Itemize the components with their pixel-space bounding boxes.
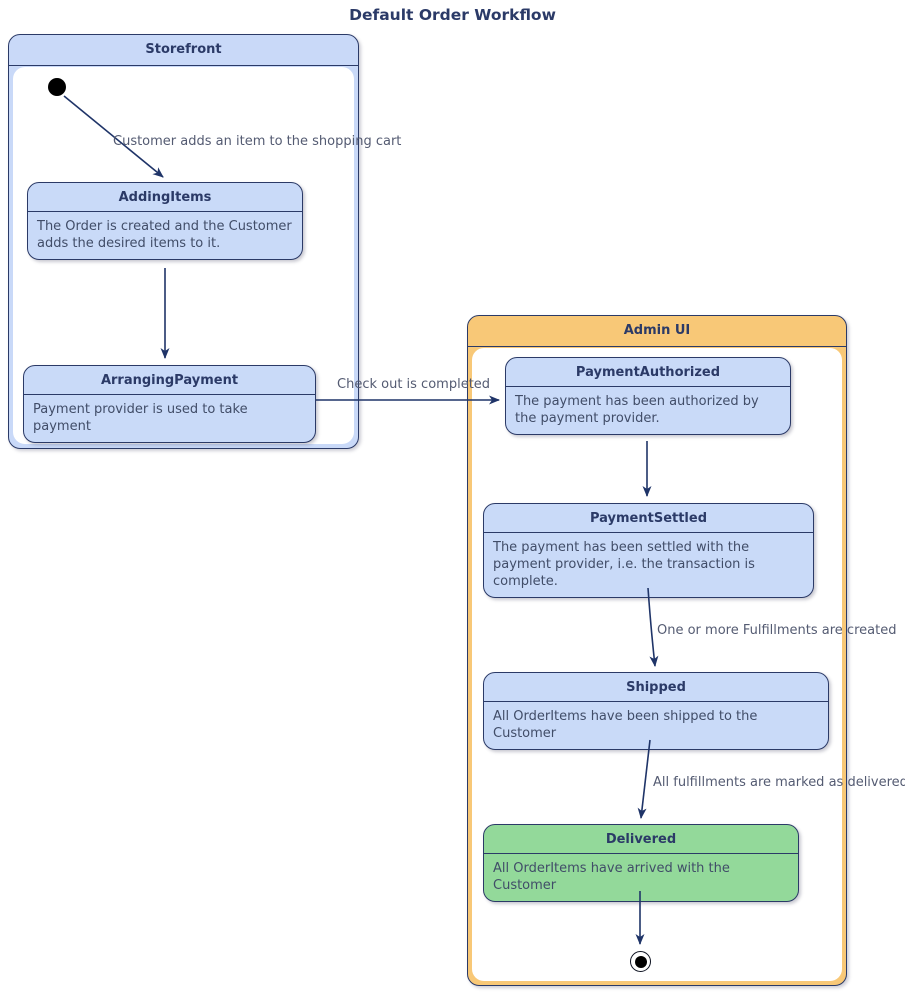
final-state-dot [634,955,647,968]
edge-label-fulfillments-created: One or more Fulfillments are created [657,623,897,638]
state-delivered-title: Delivered [484,825,798,854]
diagram-title: Default Order Workflow [349,6,556,24]
state-adding-items: AddingItems The Order is created and the… [27,182,303,260]
state-payment-authorized-description: The payment has been authorized by the p… [515,394,759,426]
state-adding-items-title: AddingItems [28,183,302,212]
state-payment-settled-title: PaymentSettled [484,504,813,533]
container-admin-ui-header: Admin UI [468,316,846,347]
final-state [630,951,651,972]
state-shipped: Shipped All OrderItems have been shipped… [483,672,829,750]
state-payment-settled: PaymentSettled The payment has been sett… [483,503,814,598]
edge-label-add-item: Customer adds an item to the shopping ca… [113,134,402,149]
state-shipped-title: Shipped [484,673,828,702]
state-payment-settled-description: The payment has been settled with the pa… [493,540,755,589]
state-arranging-payment: ArrangingPayment Payment provider is use… [23,365,316,443]
edge-label-checkout: Check out is completed [337,377,491,392]
container-storefront-header: Storefront [9,35,358,66]
initial-state-dot [48,78,66,96]
state-arranging-payment-title: ArrangingPayment [24,366,315,395]
state-arranging-payment-description: Payment provider is used to take payment [33,402,248,434]
state-payment-authorized: PaymentAuthorized The payment has been a… [505,357,791,435]
state-payment-authorized-title: PaymentAuthorized [506,358,790,387]
state-adding-items-description: The Order is created and the Customer ad… [37,219,292,251]
state-delivered-description: All OrderItems have arrived with the Cus… [493,861,730,893]
state-delivered: Delivered All OrderItems have arrived wi… [483,824,799,902]
state-shipped-description: All OrderItems have been shipped to the … [493,709,758,741]
edge-label-marked-delivered: All fulfillments are marked as delivered [653,775,905,790]
